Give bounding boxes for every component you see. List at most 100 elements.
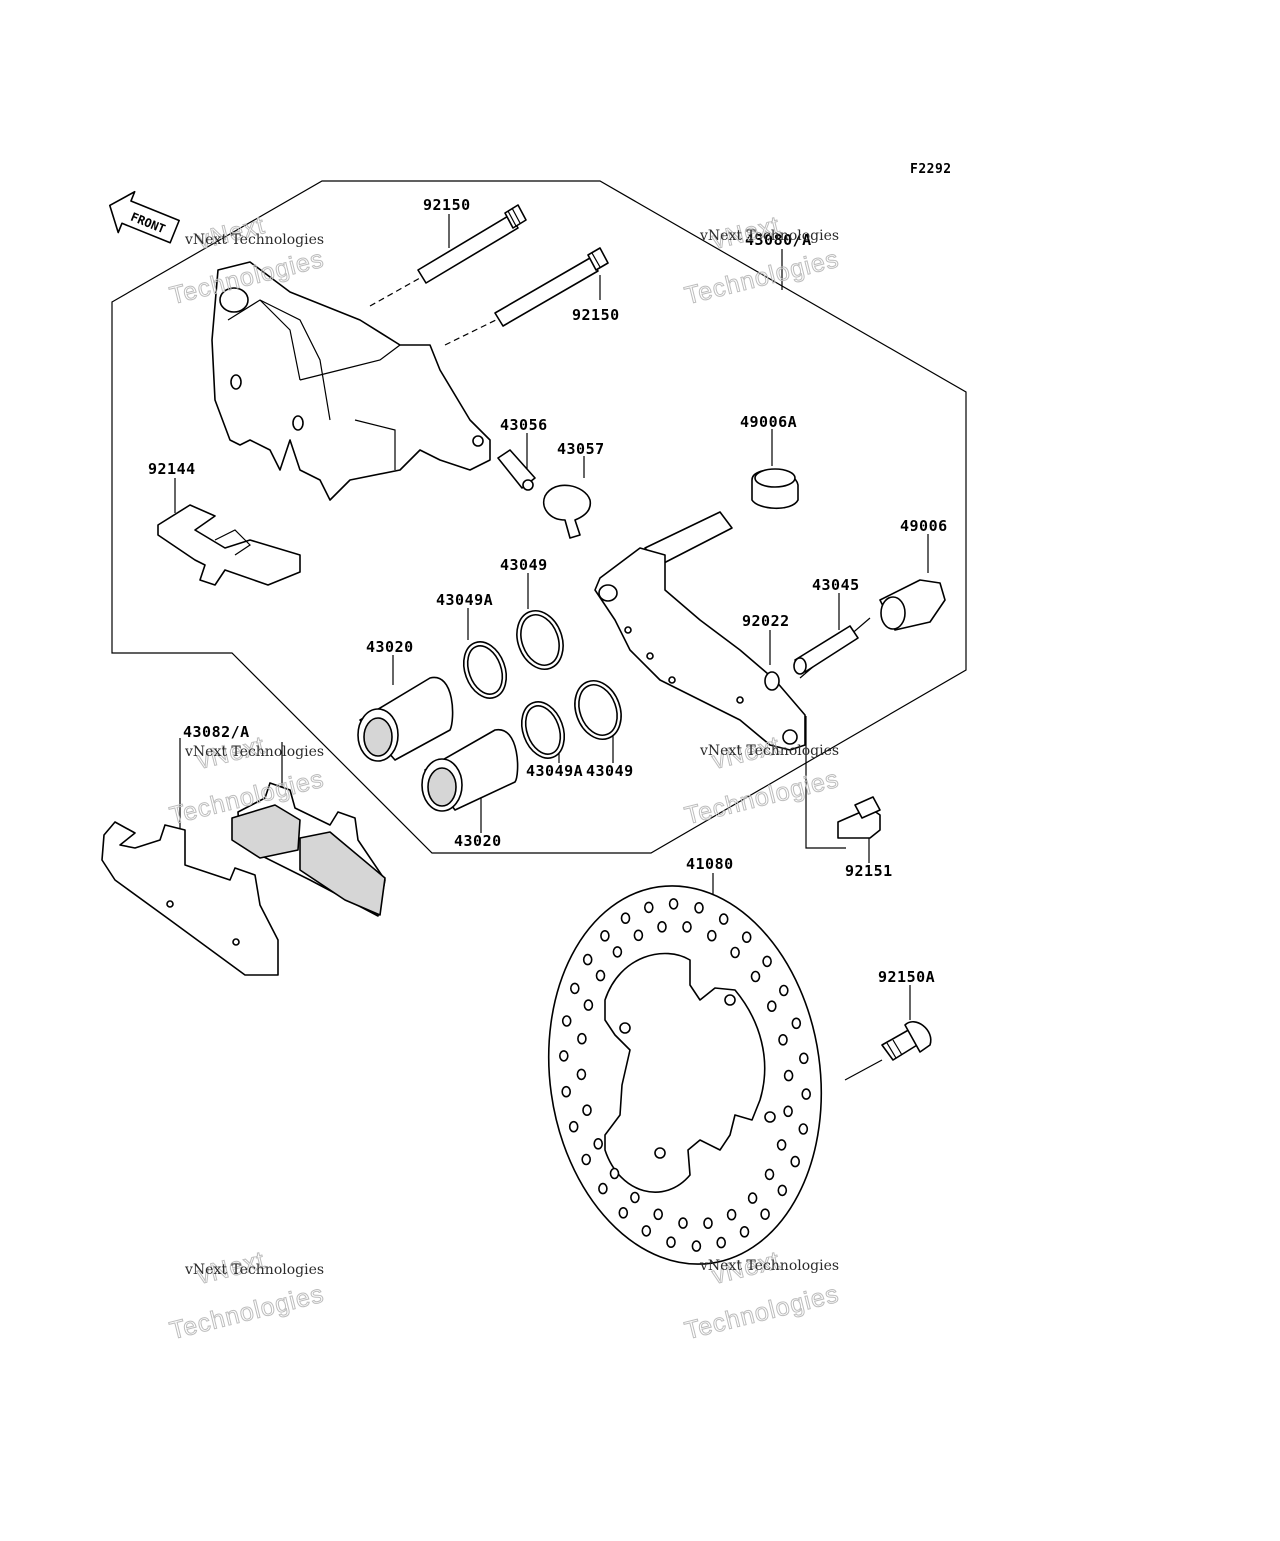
label-92150-mid: 92150: [572, 306, 620, 324]
caliper-pin-top: [417, 204, 527, 284]
label-43020-top: 43020: [366, 638, 414, 656]
disc-hole: [716, 1236, 727, 1249]
bracket-outline: [805, 716, 846, 849]
disc-hole: [790, 1155, 801, 1168]
disc-hole: [577, 1032, 587, 1045]
watermark-text: vNext Technologies: [699, 228, 839, 244]
seal-ring-43049a-top-inner: [466, 645, 504, 695]
disc-holes: [558, 898, 812, 1252]
disc-hole: [783, 1105, 793, 1118]
leader-lines: [174, 214, 929, 1081]
disc-hole: [633, 929, 644, 942]
watermark-outline-text: Technologies: [682, 245, 842, 310]
watermark-outline-text: Technologies: [682, 765, 842, 830]
label-92150-top: 92150: [423, 196, 471, 214]
caliper-pin-mid: [494, 247, 609, 327]
disc-hole: [630, 1191, 640, 1204]
disc-hole: [706, 929, 717, 942]
disc-hole: [766, 1000, 777, 1013]
disc-hole: [694, 901, 704, 914]
disc-hole: [798, 1123, 809, 1135]
disc-hole: [653, 1208, 664, 1221]
disc-hole: [778, 984, 789, 997]
disc-hole: [678, 1217, 688, 1229]
brake-pads: [101, 782, 386, 976]
caliper-bracket: [594, 511, 806, 751]
disc-hole: [568, 1120, 579, 1133]
disc-hole: [583, 999, 594, 1011]
disc-hole: [777, 1184, 788, 1197]
watermark-top-right: Technologies vNext: [681, 211, 842, 311]
disc-hole: [558, 1050, 569, 1062]
disc-hole: [783, 1069, 794, 1082]
label-49006a: 49006A: [740, 413, 797, 431]
bolt-92151-part: [837, 796, 881, 839]
disc-hole: [747, 1192, 758, 1204]
boot-49006-part: [879, 579, 946, 631]
disc-hole: [600, 929, 610, 942]
watermark-text: vNext Technologies: [184, 1262, 324, 1278]
washer-part: [764, 671, 780, 691]
label-43080a: 43080/A: [745, 231, 812, 249]
disc-hole: [641, 1225, 652, 1237]
disc-hole: [764, 1168, 775, 1181]
slide-pin: [793, 625, 859, 675]
disc-hole: [612, 946, 623, 958]
label-43049a-bottom: 43049A: [526, 762, 583, 780]
disc-hole: [776, 1139, 787, 1151]
disc-hole: [598, 1182, 608, 1195]
disc-hole: [657, 920, 667, 933]
disc-hole: [750, 970, 761, 983]
assembly-outline: [111, 180, 967, 854]
disc-hole: [618, 1207, 629, 1219]
disc-hole: [561, 1015, 572, 1027]
disc-hole: [609, 1167, 620, 1180]
disc-hole: [643, 901, 654, 914]
disc-hole: [791, 1017, 802, 1030]
watermark-outline-text: Technologies: [167, 1280, 327, 1345]
label-43049-top: 43049: [500, 556, 548, 574]
disc-hole: [730, 946, 740, 959]
seal-ring-43049-bottom-inner: [578, 684, 618, 736]
pad-spring: [157, 504, 301, 586]
disc-hole: [582, 953, 593, 966]
watermark-bottom-left: Technologies vNext: [166, 1246, 327, 1346]
label-49006: 49006: [900, 517, 948, 535]
disc-hole: [762, 955, 772, 968]
disc-hole: [668, 898, 679, 910]
disc-hole: [798, 1052, 809, 1065]
disc-hole: [741, 931, 752, 944]
piston-bottom: [421, 729, 519, 812]
diagram-code: F2292: [910, 162, 952, 177]
disc-hole: [569, 982, 580, 995]
disc-hole: [801, 1088, 812, 1100]
label-92144: 92144: [148, 460, 196, 478]
label-43020-bottom: 43020: [454, 832, 502, 850]
watermark-outline-text: Technologies: [682, 1280, 842, 1345]
watermark-text: vNext Technologies: [699, 1258, 839, 1274]
label-41080: 41080: [686, 855, 734, 873]
front-arrow-icon: FRONT: [108, 190, 180, 244]
label-43049a-top: 43049A: [436, 591, 493, 609]
caliper-body: [211, 261, 491, 501]
bleeder-valve: [497, 449, 536, 491]
label-43056: 43056: [500, 416, 548, 434]
disc-hole: [581, 1153, 592, 1166]
part-labels: 92150 92150 43080/A 43056 43057 49006A 9…: [148, 196, 948, 986]
disc-hole: [620, 912, 631, 925]
disc-hole: [666, 1236, 676, 1248]
disc-hole: [726, 1208, 737, 1221]
label-92151: 92151: [845, 862, 893, 880]
disc-hole: [595, 969, 606, 982]
watermark-text: vNext Technologies: [184, 744, 324, 760]
disc-hole: [582, 1104, 592, 1116]
disc-hole: [576, 1068, 587, 1081]
piston-top: [357, 676, 454, 762]
label-43045: 43045: [812, 576, 860, 594]
disc-hole: [778, 1034, 788, 1046]
watermark-text: vNext Technologies: [699, 743, 839, 759]
watermark-mid-right: Technologies vNext: [681, 731, 842, 831]
disc-hole: [691, 1240, 702, 1252]
